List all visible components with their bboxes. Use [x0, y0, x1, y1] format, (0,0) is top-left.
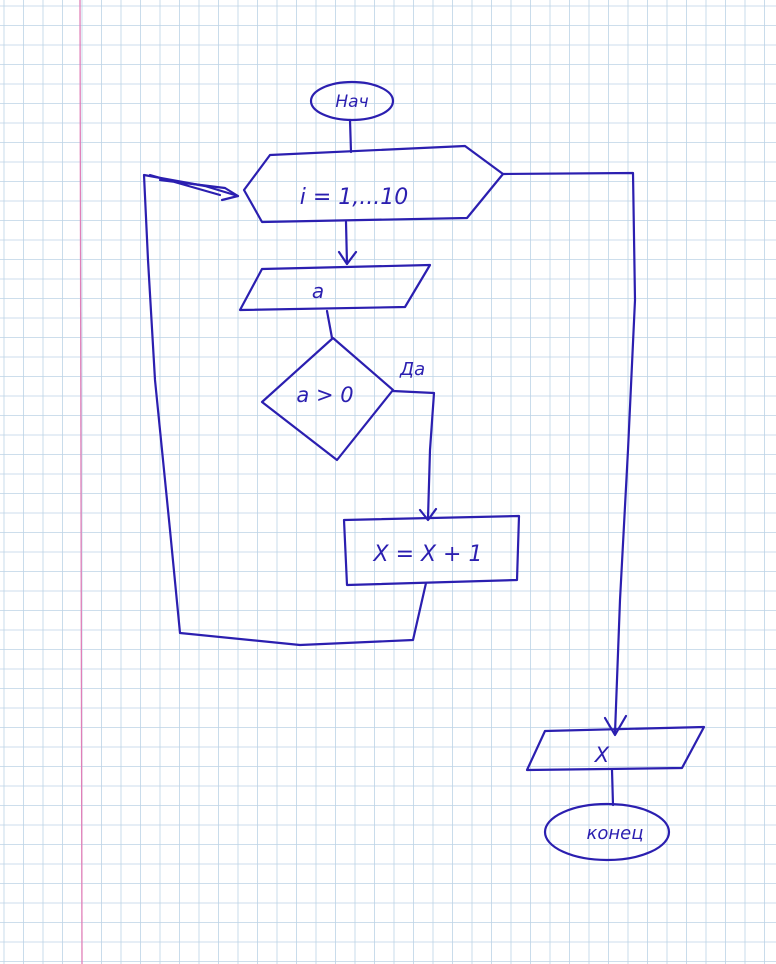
process-rectangle: X = X + 1 [342, 514, 521, 587]
arrow-into-output [603, 714, 628, 737]
margin-line [79, 0, 83, 964]
output-label: X [594, 743, 610, 767]
start-label: Нач [335, 92, 368, 112]
process-shape [342, 514, 521, 587]
connector-yes-process [391, 389, 436, 520]
condition-label: a > 0 [296, 383, 353, 407]
loop-label: i = 1,...10 [300, 185, 409, 210]
arrow-into-process [418, 507, 438, 522]
input-shape [238, 263, 432, 312]
connector-output-end [610, 768, 615, 807]
end-label: конец [587, 823, 644, 844]
input-label: a [312, 279, 324, 303]
loop-back-connector [142, 173, 428, 647]
end-oval [543, 802, 671, 862]
start-oval [309, 80, 395, 122]
condition-diamond: a > 0 [260, 336, 395, 462]
loop-back-arrowhead [148, 173, 240, 202]
yes-branch-label: Да [399, 359, 425, 380]
process-label: X = X + 1 [373, 542, 483, 567]
loop-shape [242, 144, 505, 224]
start-terminal: Нач [309, 80, 395, 122]
output-parallelogram: X [525, 725, 706, 772]
connector-start-loop [348, 118, 353, 154]
connector-input-condition [325, 309, 334, 340]
connector-loop-exit [501, 171, 637, 735]
input-parallelogram: a [238, 263, 432, 312]
condition-shape [260, 336, 395, 462]
output-shape [525, 725, 706, 772]
end-terminal: конец [543, 802, 671, 862]
arrow-into-input [337, 250, 358, 266]
loop-hexagon: i = 1,...10 [242, 144, 505, 224]
connector-loop-input [344, 220, 349, 266]
